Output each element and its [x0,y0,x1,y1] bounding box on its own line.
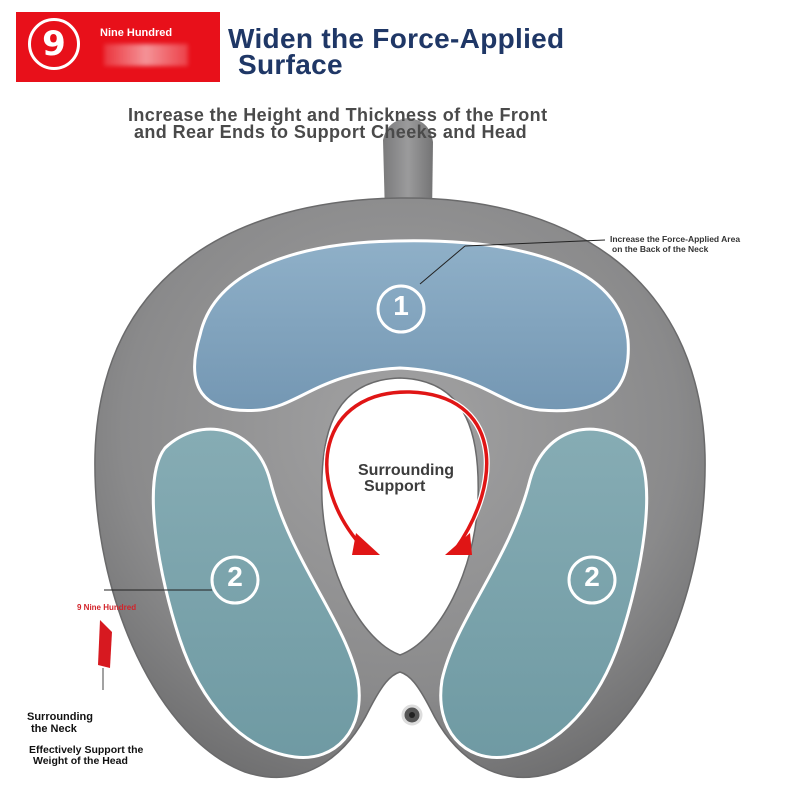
brand-logo-circle: 9 [28,18,80,70]
zone-1-number-ring [376,284,426,334]
center-label-line-2: Support [364,478,426,495]
side-label-line-4: Weight of the Head [33,755,128,767]
zone-2-right-shape [439,427,649,759]
zone-2-right-number: 2 [584,561,600,592]
zone-2-left-shape [151,427,361,759]
annotation-back-of-neck-line-1: Increase the Force-Applied Area [610,234,741,244]
arrow-head-right [445,533,472,555]
brand-logo-smudge [104,44,188,66]
zone-1-shape [193,239,630,413]
zone-2-left-number: 2 [227,561,243,592]
zone-2-right-number-ring [567,555,617,605]
headline-line-1: Widen the Force-Applied [228,23,565,54]
leader-line-back-of-neck [419,245,466,285]
subheadline-line-2: and Rear Ends to Support Cheeks and Head [134,122,528,142]
pillow-strap [383,118,433,215]
brand-small-label: 9 Nine Hundred [77,603,137,612]
annotation-back-of-neck-line-2: on the Back of the Neck [612,244,709,254]
zone-1-number: 1 [393,290,409,321]
headline-line-2: Surface [238,49,343,80]
side-label-line-2: the Neck [31,723,77,735]
zone-2-left-number-ring [210,555,260,605]
center-label-line-1: Surrounding [358,462,454,479]
brand-name: Nine Hundred [100,27,173,39]
arrow-head-left [352,533,380,555]
side-label-line-1: Surrounding [27,711,93,723]
side-tag-red [98,620,112,668]
subheadline-line-1: Increase the Height and Thickness of the… [128,105,548,125]
side-label-line-3: Effectively Support the [29,744,144,756]
